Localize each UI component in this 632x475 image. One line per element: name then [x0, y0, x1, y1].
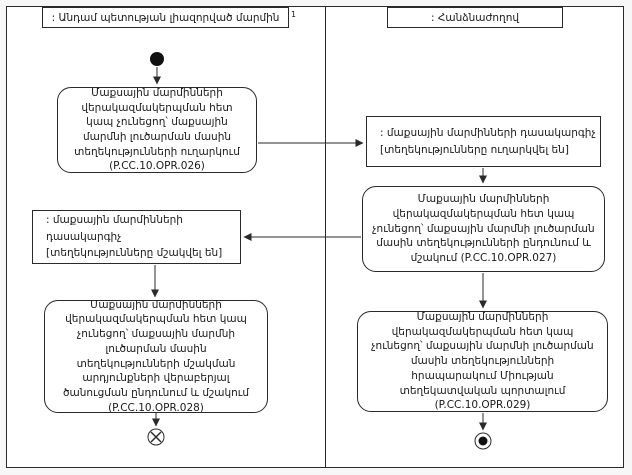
lane-footnote-mark: 1 — [291, 10, 297, 19]
lane-header-authorized-body: : Անդամ պետության լիազորված մարմին — [42, 7, 289, 28]
activity-publish: Մաքսային մարմինների վերակազմակերպման հետ… — [357, 311, 608, 412]
activity-receive-process-label: Մաքսային մարմինների վերակազմակերպման հետ… — [372, 193, 595, 265]
activity-send-info-label: Մաքսային մարմինների վերակազմակերպման հետ… — [74, 86, 240, 173]
swimlane-divider — [325, 6, 326, 468]
activity-publish-label: Մաքսային մարմինների վերակազմակերպման հետ… — [371, 311, 594, 412]
activity-receive-process: Մաքսային մարմինների վերակազմակերպման հետ… — [362, 186, 605, 272]
object-node-classifier-processed-title: : մաքսային մարմինների դասակարգիչ — [46, 213, 183, 243]
object-node-classifier-processed: : մաքսային մարմինների դասակարգիչ [տեղեկո… — [32, 210, 241, 264]
lane-title-right: : Հանձնաժողով — [430, 11, 520, 24]
activity-receive-notification: Մաքսային մարմինների վերակազմակերպման հետ… — [44, 298, 268, 414]
activity-send-info: Մաքսային մարմինների վերակազմակերպման հետ… — [57, 87, 257, 173]
object-node-classifier-processed-state: [տեղեկությունները մշակվել են] — [46, 247, 223, 260]
object-node-classifier-sent-state: [տեղեկությունները ուղարկվել են] — [380, 143, 569, 156]
activity-receive-notification-label: Մաքսային մարմինների վերակազմակերպման հետ… — [62, 298, 250, 414]
object-node-classifier-sent-title: : մաքսային մարմինների դասակարգիչ — [380, 126, 596, 139]
lane-title-left: : Անդամ պետության լիազորված մարմին — [51, 11, 280, 24]
object-node-classifier-sent: : մաքսային մարմինների դասակարգիչ [տեղեկո… — [366, 116, 601, 167]
lane-header-commission: : Հանձնաժողով — [387, 7, 563, 28]
